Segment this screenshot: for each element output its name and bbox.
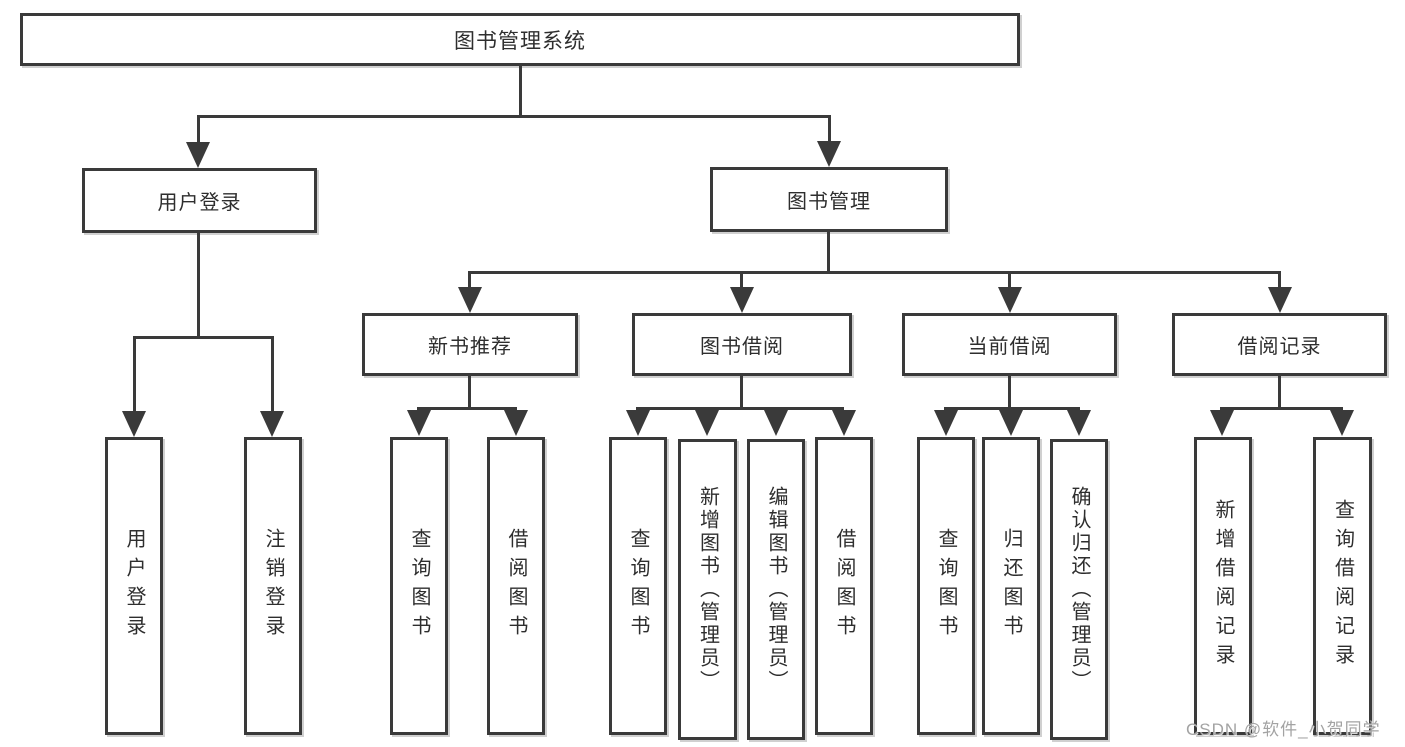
node-label: 新增借阅记录 [1212,499,1234,673]
node-label: 查询图书 [935,528,957,644]
arrow-down-icon [504,410,528,436]
arrow-down-icon [764,410,788,436]
connector-line [197,115,200,147]
connector-line [197,233,200,336]
arrow-down-icon [1210,410,1234,436]
node-label: 当前借阅 [967,336,1052,358]
arrow-down-icon [730,287,754,313]
node-user-login: 用户登录 [82,168,317,233]
connector-line [133,336,274,339]
arrow-down-icon [1067,410,1091,436]
arrow-down-icon [626,410,650,436]
node-label: 借阅记录 [1237,336,1322,358]
leaf-query-books-current: 查询图书 [917,437,975,735]
node-label: 确认归还（管理员） [1068,486,1090,693]
connector-line [944,407,1080,410]
node-label: 借阅图书 [833,528,855,644]
node-label: 查询图书 [627,528,649,644]
leaf-add-borrow-record: 新增借阅记录 [1194,437,1252,735]
arrow-down-icon [1330,410,1354,436]
connector-line [740,271,743,289]
connector-line [519,66,522,115]
connector-line [636,407,844,410]
leaf-query-borrow-record: 查询借阅记录 [1313,437,1372,735]
arrow-down-icon [934,410,958,436]
node-label: 查询借阅记录 [1331,499,1354,673]
connector-line [1278,376,1281,407]
leaf-edit-books-admin: 编辑图书（管理员） [747,439,805,740]
connector-line [468,376,471,407]
node-library-management-system: 图书管理系统 [20,13,1020,66]
leaf-borrow-books-recommend: 借阅图书 [487,437,545,735]
node-book-management: 图书管理 [710,167,948,232]
connector-line [1220,407,1343,410]
node-borrowing-records: 借阅记录 [1172,313,1387,376]
connector-line [417,407,517,410]
connector-line [828,115,831,146]
connector-line [1278,271,1281,289]
arrow-down-icon [817,141,841,167]
node-label: 借阅图书 [505,528,527,644]
arrow-down-icon [186,142,210,168]
leaf-borrow-books: 借阅图书 [815,437,873,735]
connector-line [740,376,743,407]
leaf-return-books: 归还图书 [982,437,1040,735]
connector-line [197,115,831,118]
node-label: 图书借阅 [700,336,784,358]
arrow-down-icon [999,410,1023,436]
node-label: 用户登录 [157,192,242,214]
csdn-watermark: CSDN @软件_小贺同学 [1186,720,1381,739]
node-label: 编辑图书（管理员） [765,486,787,693]
leaf-logout: 注销登录 [244,437,302,735]
connector-line [1008,271,1011,289]
connector-line [1008,376,1011,407]
leaf-query-books-borrowing: 查询图书 [609,437,667,735]
node-label: 图书管理系统 [454,29,586,53]
node-label: 新书推荐 [428,336,512,358]
connector-line [469,271,1281,274]
arrow-down-icon [1268,287,1292,313]
leaf-confirm-return-admin: 确认归还（管理员） [1050,439,1108,740]
node-label: 新增图书（管理员） [696,486,719,693]
node-label: 注销登录 [262,528,284,644]
connector-line [133,336,136,413]
node-label: 用户登录 [123,528,145,644]
arrow-down-icon [407,410,431,436]
node-label: 图书管理 [787,191,871,213]
connector-line [827,232,830,271]
arrow-down-icon [122,411,146,437]
connector-line [271,336,274,413]
connector-line [468,271,471,289]
arrow-down-icon [998,287,1022,313]
arrow-down-icon [260,411,284,437]
node-label: 查询图书 [408,528,430,644]
node-book-borrowing: 图书借阅 [632,313,852,376]
node-new-book-recommendation: 新书推荐 [362,313,578,376]
node-label: 归还图书 [1000,528,1022,644]
arrow-down-icon [458,287,482,313]
arrow-down-icon [832,410,856,436]
arrow-down-icon [695,410,719,436]
node-current-borrowing: 当前借阅 [902,313,1117,376]
leaf-add-books-admin: 新增图书（管理员） [678,439,737,740]
leaf-query-books-recommend: 查询图书 [390,437,448,735]
leaf-user-login: 用户登录 [105,437,163,735]
